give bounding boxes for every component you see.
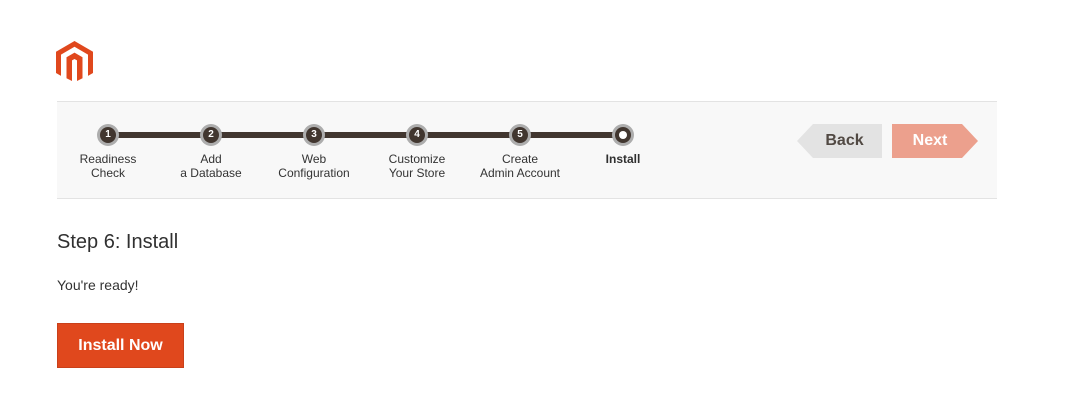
step-1-marker: 1 xyxy=(97,124,119,146)
magento-logo-icon xyxy=(56,41,93,81)
step-2-marker: 2 xyxy=(200,124,222,146)
step-6-current-marker xyxy=(612,124,634,146)
next-button[interactable]: Next xyxy=(892,124,978,158)
step-3-label: Web Configuration xyxy=(278,152,350,180)
step-4-marker: 4 xyxy=(406,124,428,146)
step-add-database: 2 Add a Database xyxy=(151,124,271,180)
step-web-configuration: 3 Web Configuration xyxy=(254,124,374,180)
step-5-marker: 5 xyxy=(509,124,531,146)
ready-message: You're ready! xyxy=(57,277,139,293)
step-1-label: Readiness Check xyxy=(79,152,137,180)
progress-track xyxy=(107,132,625,138)
step-4-label: Customize Your Store xyxy=(388,152,446,180)
step-6-label: Install xyxy=(605,152,641,166)
step-create-admin-account: 5 Create Admin Account xyxy=(460,124,580,180)
step-readiness-check: 1 Readiness Check xyxy=(48,124,168,180)
install-now-button[interactable]: Install Now xyxy=(57,323,184,368)
step-5-label: Create Admin Account xyxy=(479,152,561,180)
step-2-label: Add a Database xyxy=(180,152,242,180)
step-customize-store: 4 Customize Your Store xyxy=(357,124,477,180)
page-title: Step 6: Install xyxy=(57,231,179,253)
step-install: Install xyxy=(563,124,683,166)
back-button[interactable]: Back xyxy=(797,124,882,158)
step-3-marker: 3 xyxy=(303,124,325,146)
